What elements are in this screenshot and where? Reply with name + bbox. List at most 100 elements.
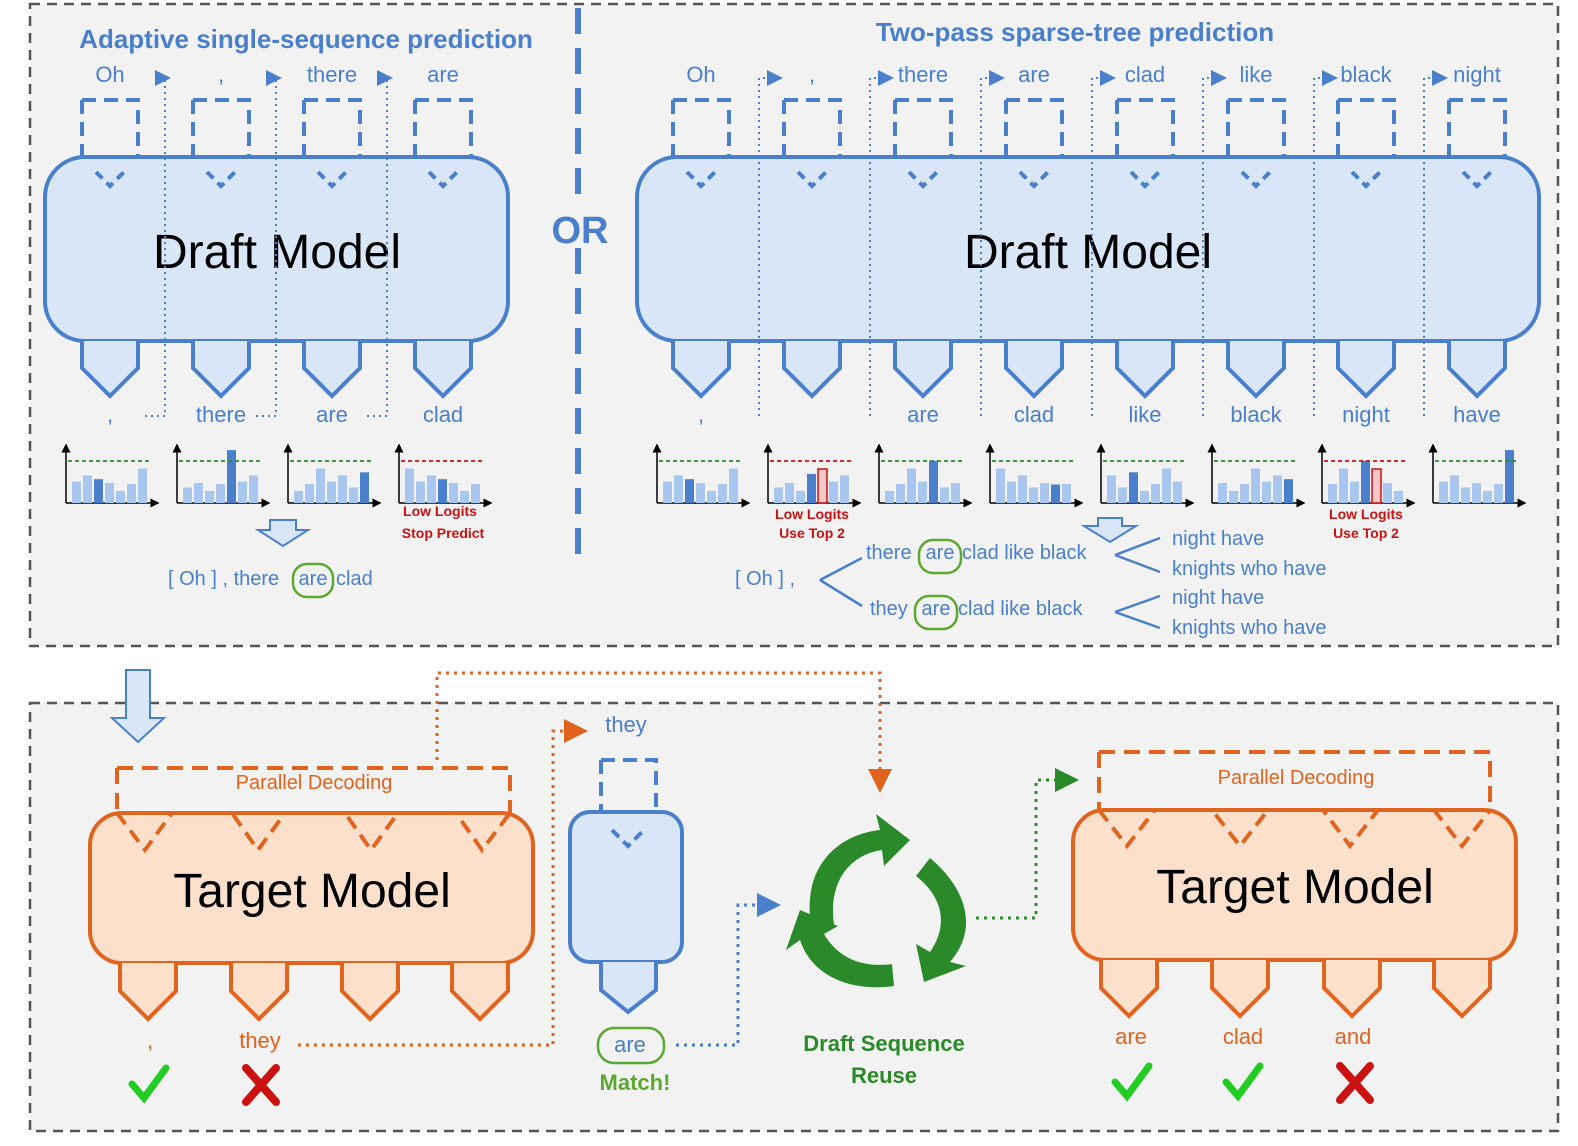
parallel-decoding-left-label: Parallel Decoding [236,772,393,794]
left-chart-4-bar-1 [405,468,414,503]
reuse-label-line1: Draft Sequence [803,1031,964,1056]
right-feedback-connector-2 [869,70,894,416]
right-output-head-7 [1336,341,1396,399]
draft-single-head [599,962,658,1015]
draft-single-model [568,810,684,964]
right-chart-4-bar-6 [1051,484,1060,503]
draft-model-right-label: Draft Model [964,226,1212,279]
left-result-highlight: are [299,568,328,590]
right-logit-chart-3 [874,443,973,508]
draft-single-output: are [614,1032,646,1057]
target-right-heads [1099,960,1492,1019]
branch-b-suffix: clad like black [958,598,1084,620]
right-chart-3-bar-6 [940,487,949,503]
down-arrow-left [254,519,312,548]
right-input-token-8: night [1453,62,1501,87]
branch-a-highlight-box [917,538,963,575]
left-output-token-3: are [316,402,348,427]
left-input-token-2: , [218,62,224,87]
left-chart-1-bar-1 [72,481,81,503]
target-right-output-3: and [1335,1024,1372,1049]
they-to-draft-connector [298,719,588,1047]
right-chart-7-bar-4 [1361,460,1370,503]
top2-note-a-line1: Low Logits [775,506,849,522]
right-chart-1-bar-3 [685,479,694,503]
reuse-to-target-connector [976,768,1079,920]
cross-icon [242,1064,280,1106]
left-chart-2-bar-7 [249,475,258,503]
right-chart-4-bar-1 [996,468,1005,503]
right-chart-6-bar-7 [1284,479,1293,503]
left-chart-1-bar-4 [105,482,114,503]
right-chart-3-bar-1 [885,490,894,503]
left-chart-1-bar-3 [94,479,103,503]
right-chart-5-bar-4 [1140,490,1149,503]
target-right-input-notches [1097,808,1492,850]
right-chart-3-bar-4 [918,481,927,503]
left-output-head-4 [413,341,473,399]
right-chart-8-bar-5 [1483,490,1492,503]
right-chart-5-bar-7 [1173,481,1182,503]
right-output-head-6 [1226,341,1286,399]
left-logit-chart-1 [61,443,160,508]
right-output-head-2 [782,341,842,399]
right-chart-5-bar-6 [1162,468,1171,503]
right-logit-chart-6 [1207,443,1306,508]
right-target-head-4 [1432,960,1492,1019]
cross-icon [1336,1062,1374,1104]
left-logit-chart-4 [394,443,493,508]
right-chart-2-bar-4 [807,473,816,503]
target-left-output-2: they [239,1028,281,1053]
right-logit-chart-8 [1428,443,1527,508]
right-output-token-6: black [1230,402,1282,427]
right-chart-7-bar-7 [1394,490,1403,503]
left-input-token-3: there [307,62,357,87]
parallel-decoding-right-label: Parallel Decoding [1218,767,1375,789]
right-chart-7-bar-2 [1339,468,1348,503]
right-chart-8-bar-6 [1494,484,1503,503]
tree-root-branches [819,556,863,608]
right-chart-1-bar-6 [718,484,727,503]
right-chart-1-bar-2 [674,475,683,503]
left-output-token-2: there [196,402,246,427]
right-input-slot-4 [1004,98,1064,157]
right-input-token-2: , [809,62,815,87]
draft-token-labels: Oh,,theretherearearecladOh,,therearearec… [95,62,1501,427]
left-output-head-2 [191,341,251,399]
top2-note-a-line2: Use Top 2 [779,525,845,541]
reuse-label-line2: Reuse [851,1063,917,1088]
panel-transition-arrow [109,669,167,744]
left-logit-chart-3 [283,443,382,508]
draft-heads [80,98,1507,399]
left-output-token-4: clad [423,402,463,427]
right-logit-chart-7 [1317,443,1416,508]
draft-model-left-label: Draft Model [153,226,401,279]
left-chart-4-bar-7 [471,484,480,503]
right-output-head-5 [1115,341,1175,399]
left-result-suffix: clad [336,568,373,590]
right-input-slot-8 [1447,98,1507,157]
right-output-head-3 [893,341,953,399]
right-chart-1-bar-7 [729,468,738,503]
left-chart-3-bar-1 [294,490,303,503]
branch-a-suffix: clad like black [962,542,1088,564]
right-chart-4-bar-7 [1062,484,1071,503]
left-chart-4-bar-5 [449,482,458,503]
right-chart-6-bar-4 [1251,468,1260,503]
right-chart-7-bar-6 [1383,482,1392,503]
right-chart-8-bar-3 [1461,487,1470,503]
right-chart-4-bar-3 [1018,475,1027,503]
right-chart-4-bar-4 [1029,487,1038,503]
right-output-head-8 [1447,341,1507,399]
right-output-head-4 [1004,341,1064,399]
right-input-token-7: black [1340,62,1392,87]
right-chart-3-bar-2 [896,484,905,503]
left-result-highlight-box [291,562,335,599]
left-chart-2-bar-5 [227,450,236,503]
left-chart-4-bar-4 [438,479,447,503]
right-target-head-1 [1099,960,1159,1019]
tree-leaf-branches [1114,536,1161,630]
draft-single-output-box [596,1026,666,1065]
